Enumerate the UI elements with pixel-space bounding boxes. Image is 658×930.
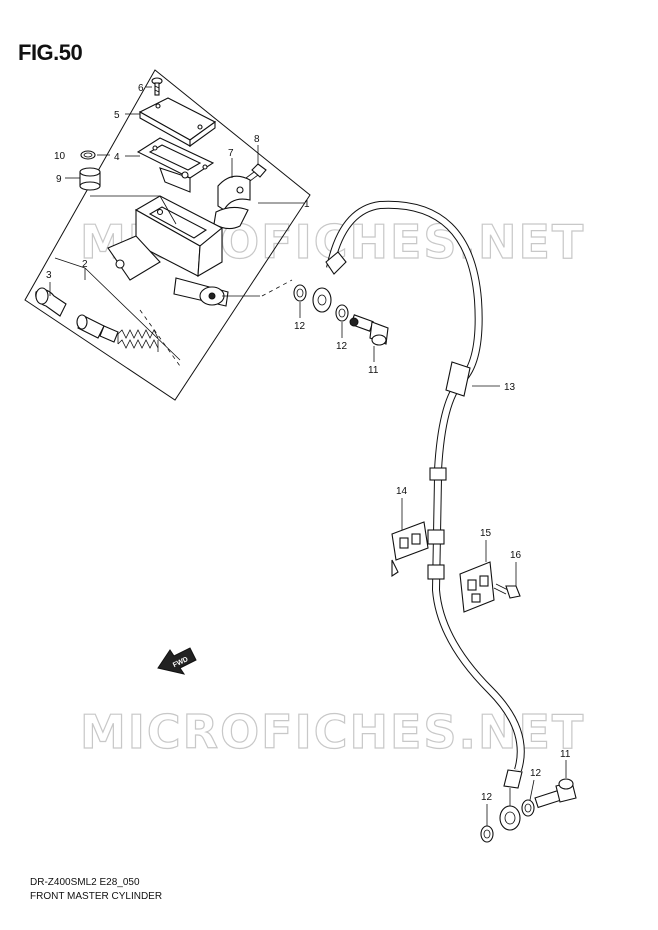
callout-12-upper: 12 bbox=[294, 321, 306, 332]
callout-12-lower-left: 12 bbox=[481, 792, 493, 803]
diagram-caption: FRONT MASTER CYLINDER bbox=[30, 891, 163, 902]
callout-7: 7 bbox=[228, 148, 234, 159]
callout-6: 6 bbox=[138, 83, 144, 94]
forward-arrow-icon: FWD bbox=[157, 647, 197, 675]
leader-lines-outer bbox=[299, 302, 567, 826]
reservoir-cap-part-5[interactable] bbox=[138, 97, 217, 148]
ring-part-10[interactable] bbox=[80, 150, 96, 160]
leader-lines bbox=[49, 86, 305, 367]
hose-clamp-part-15[interactable] bbox=[459, 561, 495, 613]
banjo-fitting-upper[interactable] bbox=[312, 287, 332, 313]
master-cylinder-body-part-1[interactable] bbox=[107, 195, 229, 307]
banjo-fitting-lower[interactable] bbox=[499, 788, 521, 831]
callout-11-lower: 11 bbox=[560, 749, 571, 760]
callout-11-upper: 11 bbox=[368, 365, 379, 376]
screw-part-6[interactable] bbox=[151, 77, 163, 96]
washer-part-12-lower-right[interactable] bbox=[521, 799, 535, 817]
watermark-bottom: MICROFICHES.NET bbox=[80, 705, 585, 759]
boot-part-9[interactable] bbox=[79, 167, 101, 191]
clamp-part-7[interactable] bbox=[213, 175, 251, 230]
callout-3: 3 bbox=[46, 270, 52, 281]
callout-14: 14 bbox=[396, 486, 408, 497]
figure-title: FIG.50 bbox=[18, 40, 83, 65]
callout-12-mid: 12 bbox=[336, 341, 348, 352]
diagram-footer: DR-Z400SML2 E28_050 FRONT MASTER CYLINDE… bbox=[30, 876, 162, 904]
callout-5: 5 bbox=[114, 110, 120, 121]
callout-12-lower-right: 12 bbox=[530, 768, 542, 779]
diaphragm-part-4[interactable] bbox=[136, 137, 215, 193]
brake-hose-part-13[interactable] bbox=[325, 200, 525, 789]
washer-part-12-lower-left[interactable] bbox=[480, 825, 494, 843]
callout-16: 16 bbox=[510, 550, 522, 561]
callout-9: 9 bbox=[56, 174, 62, 185]
callout-4: 4 bbox=[114, 152, 120, 163]
piston-kit-part-2[interactable] bbox=[35, 287, 159, 352]
callout-1: 1 bbox=[304, 199, 310, 210]
model-code: DR-Z400SML2 E28_050 bbox=[30, 877, 140, 888]
callout-13: 13 bbox=[504, 382, 516, 393]
callout-8: 8 bbox=[254, 134, 260, 145]
bolt-part-16[interactable] bbox=[493, 583, 521, 599]
callout-10: 10 bbox=[54, 151, 66, 162]
hose-clamp-part-14[interactable] bbox=[391, 521, 429, 578]
union-bolt-part-11-upper[interactable] bbox=[349, 314, 389, 346]
washer-part-12-upper[interactable] bbox=[293, 284, 307, 302]
callout-15: 15 bbox=[480, 528, 492, 539]
union-bolt-part-11-lower[interactable] bbox=[534, 778, 577, 809]
washer-part-12-mid[interactable] bbox=[335, 304, 349, 322]
callout-2: 2 bbox=[82, 259, 88, 270]
